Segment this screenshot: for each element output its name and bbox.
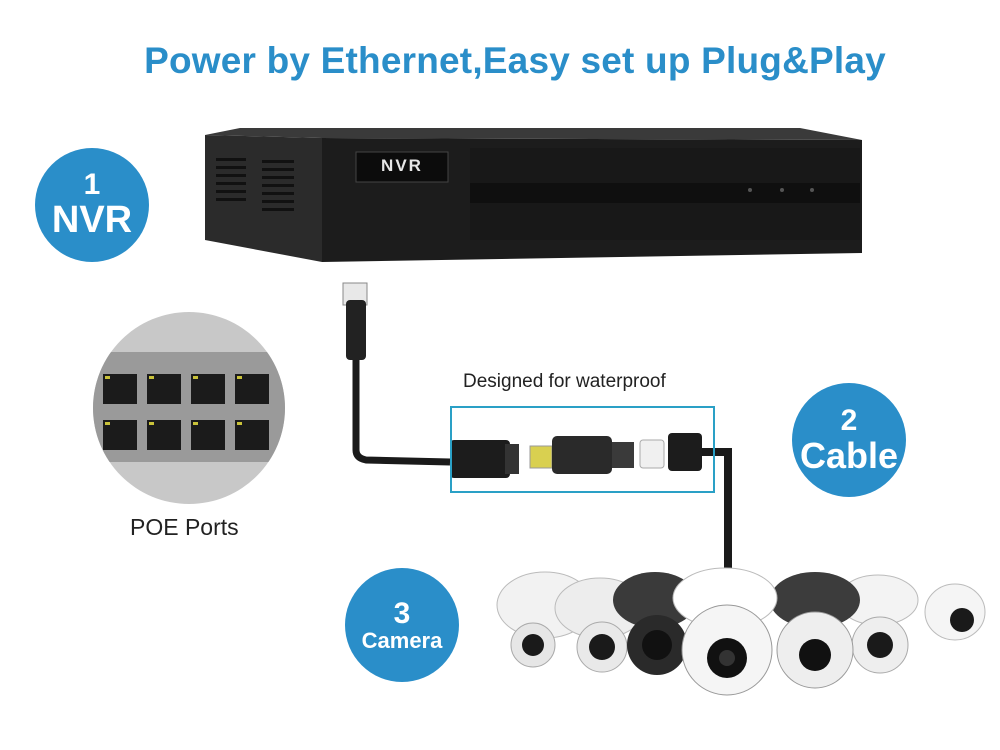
badge-nvr: 1 NVR	[35, 148, 149, 262]
waterproof-caption: Designed for waterproof	[463, 371, 666, 392]
poe-ports-caption: POE Ports	[130, 514, 239, 540]
badge-camera: 3 Camera	[345, 568, 459, 682]
cameras	[496, 567, 986, 696]
badge-cable-label: Cable	[799, 434, 899, 476]
nvr-device	[205, 128, 862, 262]
ethernet-cable	[342, 282, 732, 590]
badge-nvr-label: NVR	[51, 198, 133, 241]
waterproof-highlight-box	[450, 406, 715, 493]
badge-cable: 2 Cable	[792, 383, 906, 497]
badge-camera-label: Camera	[361, 628, 443, 654]
badge-cable-number: 2	[840, 404, 858, 438]
nvr-device-label: NVR	[381, 156, 423, 175]
poe-ports-image	[93, 312, 285, 504]
page-title: Power by Ethernet,Easy set up Plug&Play	[144, 40, 886, 81]
badge-nvr-number: 1	[83, 168, 101, 202]
badge-camera-number: 3	[393, 596, 411, 630]
